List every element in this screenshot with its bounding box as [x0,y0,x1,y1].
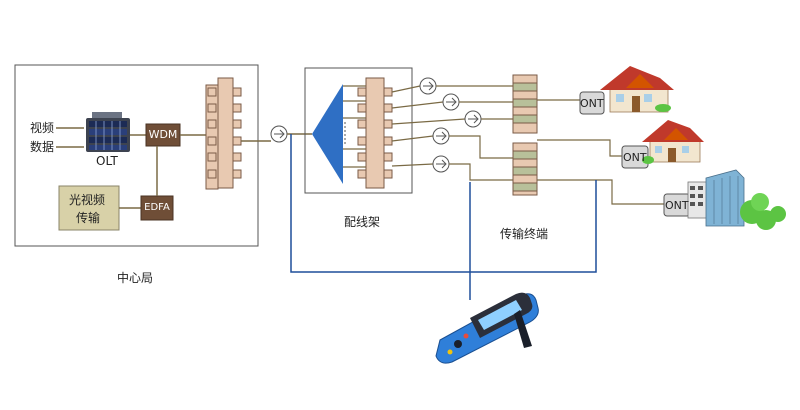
arrow-connector-2 [442,93,460,111]
transmission-terminal-lower [512,142,538,196]
arrow-connector-1 [419,77,437,95]
splitter-outputs [343,85,366,168]
otdr-device [435,292,539,364]
distribution-frame-ports [357,87,393,179]
transmission-terminal-label: 传输终端 [500,227,549,241]
transmission-terminal-upper [512,74,538,134]
edfa-box [140,195,174,221]
ont-box-1 [579,91,605,115]
arrow-connector-3 [464,110,482,128]
optical-video-label: 光视频 [69,193,106,207]
distribution-frame-outline [304,67,413,194]
transmission-label: 传输 [76,211,101,225]
distribution-lines [436,85,513,181]
arrow-connector-5 [432,155,450,173]
feeder-lines [391,85,466,167]
data-label: 数据 [30,140,55,154]
distribution-frame-label: 配线架 [344,215,381,229]
arrow-connector-4 [432,127,450,145]
ont-label-1: ONT [580,97,604,110]
trunk-connector [270,125,288,143]
central-office-frame [14,64,259,247]
house-icon-2 [642,120,704,164]
central-office-patch-ports [207,87,242,179]
ont-label-3: ONT [665,199,689,212]
optical-splitter [312,84,343,184]
olt-label: OLT [96,154,118,168]
distribution-frame-panel [365,77,385,189]
edfa-label: EDFA [144,202,170,213]
office-building-icon [687,169,786,230]
wdm-label: WDM [148,128,178,141]
olt-device [86,112,130,152]
drop-lines [537,99,664,205]
central-office-label: 中心局 [117,271,154,285]
ont-label-2: ONT [623,151,647,164]
house-icon-1 [600,66,674,113]
otdr-test-lines [290,134,597,300]
video-label: 视频 [30,121,55,135]
